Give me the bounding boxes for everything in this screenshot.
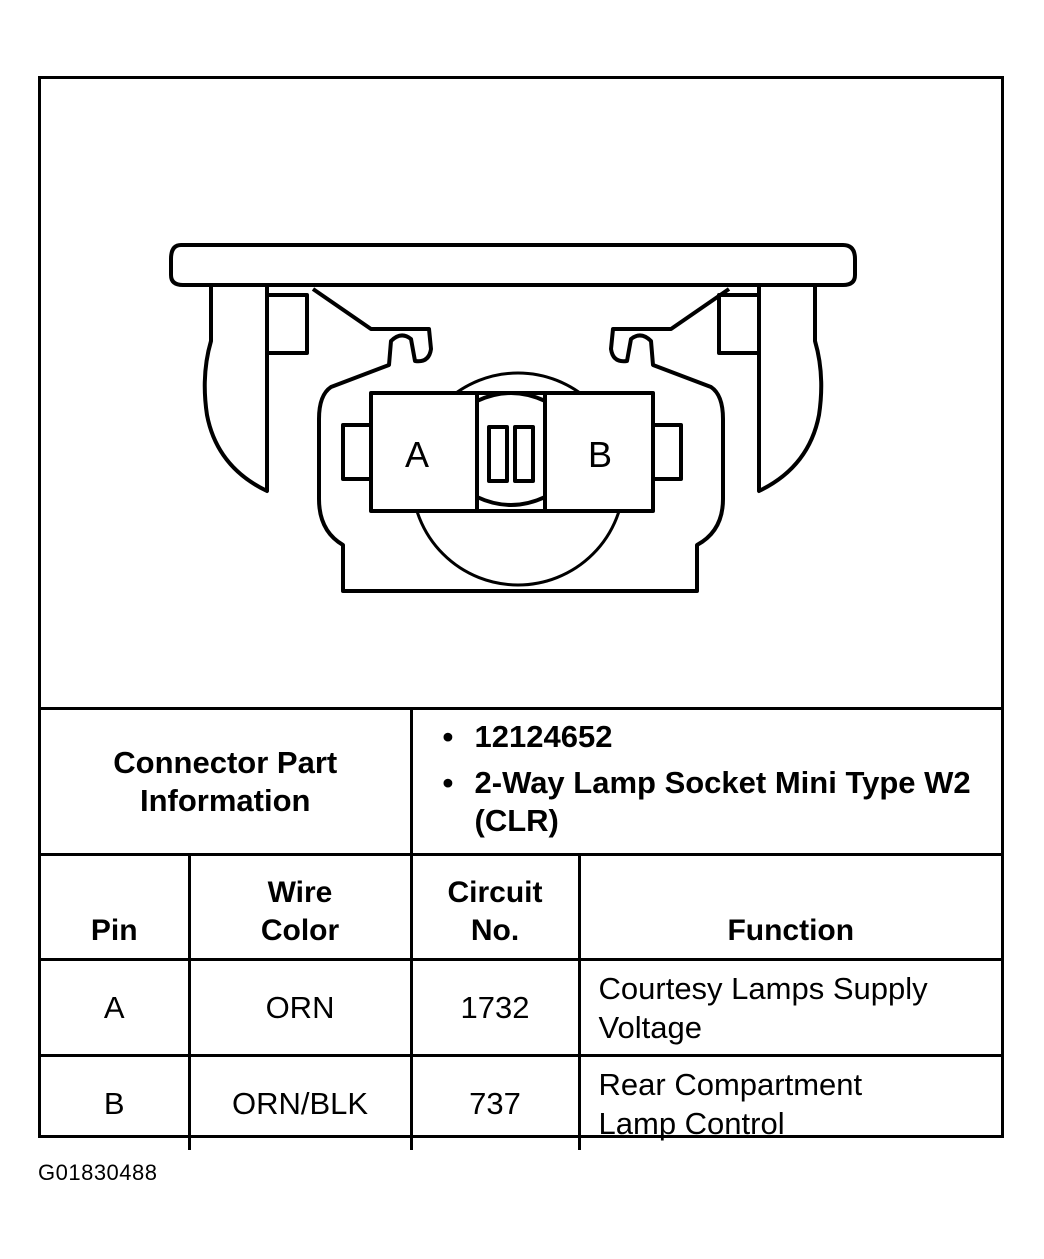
header-circuit-no: Circuit No. [409,853,581,961]
table-row: B ORN/BLK 737 Rear Compartment Lamp Cont… [41,1054,1002,1150]
part-info-label: Connector Part Information [41,707,413,856]
connector-diagram: A B [169,243,857,593]
table-header-row: Pin Wire Color Circuit No. Function [41,853,1002,961]
figure-id: G01830488 [38,1160,158,1185]
part-info-label-line2: Information [140,782,311,818]
connector-info-table: Connector Part Information 12124652 2-Wa… [41,707,1002,1150]
pin-label-b: B [588,434,612,475]
cell-pin: B [41,1054,191,1150]
cell-wire-color: ORN/BLK [187,1054,413,1150]
part-description: 2-Way Lamp Socket Mini Type W2 (CLR) [443,764,1002,840]
cell-function: Courtesy Lamps Supply Voltage [577,958,1002,1057]
table-row: A ORN 1732 Courtesy Lamps Supply Voltage [41,958,1002,1057]
figure-frame: A B Connector Part Information 12124652 … [38,76,1004,1150]
connector-top-flange [169,243,857,287]
cell-pin: A [41,958,191,1057]
cell-circuit: 1732 [409,958,581,1057]
header-function: Function [577,853,1002,961]
part-number: 12124652 [443,718,1002,756]
left-latch [202,287,269,493]
cell-function: Rear Compartment Lamp Control [577,1054,1002,1150]
cell-wire-color: ORN [187,958,413,1057]
pin-label-a: A [405,434,429,475]
part-info-label-line1: Connector Part [113,744,338,780]
header-wire-color: Wire Color [187,853,413,961]
header-pin: Pin [41,853,191,961]
right-latch [757,287,824,493]
cell-circuit: 737 [409,1054,581,1150]
part-info-row: Connector Part Information 12124652 2-Wa… [41,707,1002,856]
part-info-details: 12124652 2-Way Lamp Socket Mini Type W2 … [409,707,1002,856]
part-info-list: 12124652 2-Way Lamp Socket Mini Type W2 … [413,718,1002,840]
